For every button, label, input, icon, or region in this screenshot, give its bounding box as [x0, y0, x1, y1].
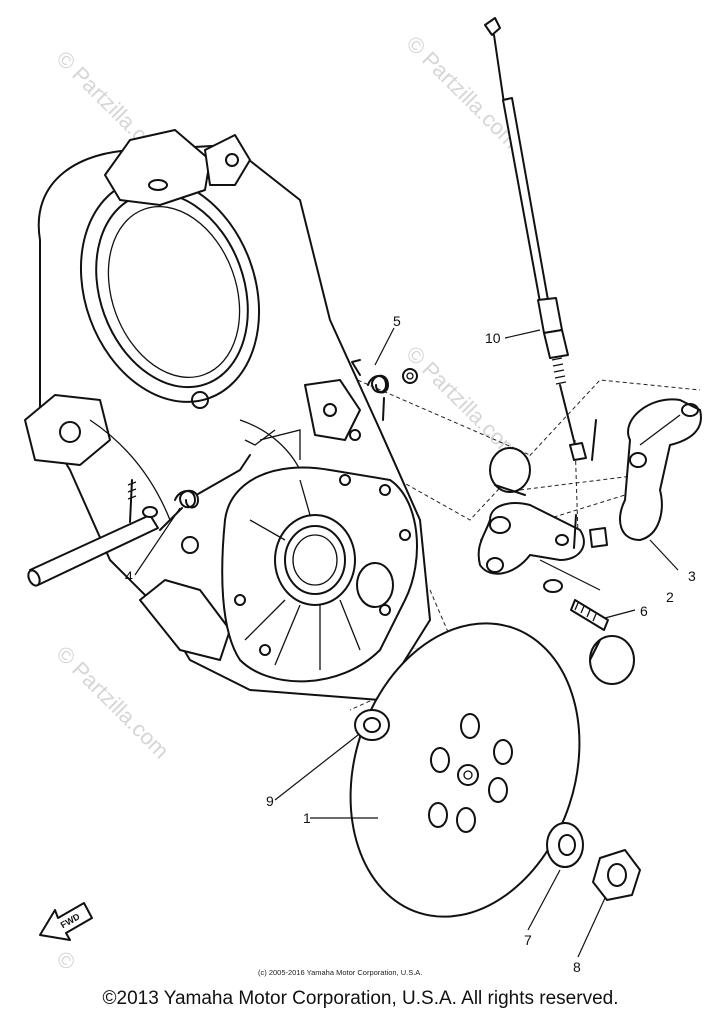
- spring-5: [351, 359, 418, 421]
- callout-10: 10: [485, 330, 501, 346]
- control-cable: [484, 17, 587, 461]
- fwd-arrow-icon: FWD: [39, 902, 93, 941]
- nut-8: [592, 849, 641, 901]
- leader-lines: [134, 327, 679, 958]
- callout-5: 5: [393, 313, 401, 329]
- lever-assembly: [477, 398, 702, 685]
- callout-4: 4: [125, 568, 133, 584]
- callout-labels: 1 2 3 4 5 6 7 8 9 10: [125, 313, 696, 975]
- callout-2: 2: [666, 589, 674, 605]
- svg-text:© Partzilla.com: © Partzilla.com: [401, 31, 524, 154]
- washer-9: [354, 709, 390, 741]
- callout-6: 6: [640, 603, 648, 619]
- callout-8: 8: [573, 959, 581, 975]
- callout-1: 1: [303, 810, 311, 826]
- axle-pin: [27, 479, 159, 587]
- diagram-copyright: (c) 2005-2016 Yamaha Motor Corporation, …: [258, 968, 422, 977]
- spring-washer-7: [546, 822, 584, 868]
- disc-plate: [349, 622, 581, 918]
- svg-text:©: ©: [51, 946, 80, 975]
- svg-text:© Partzilla.com: © Partzilla.com: [401, 341, 524, 464]
- callout-7: 7: [524, 932, 532, 948]
- svg-text:© Partzilla.com: © Partzilla.com: [51, 641, 174, 764]
- cover-plate: [221, 466, 418, 683]
- exploded-parts-diagram: © Partzilla.com © Partzilla.com © Partzi…: [24, 17, 702, 977]
- callout-9: 9: [266, 793, 274, 809]
- spring-4: [159, 429, 276, 531]
- footer-copyright: ©2013 Yamaha Motor Corporation, U.S.A. A…: [102, 988, 619, 1009]
- callout-3: 3: [688, 568, 696, 584]
